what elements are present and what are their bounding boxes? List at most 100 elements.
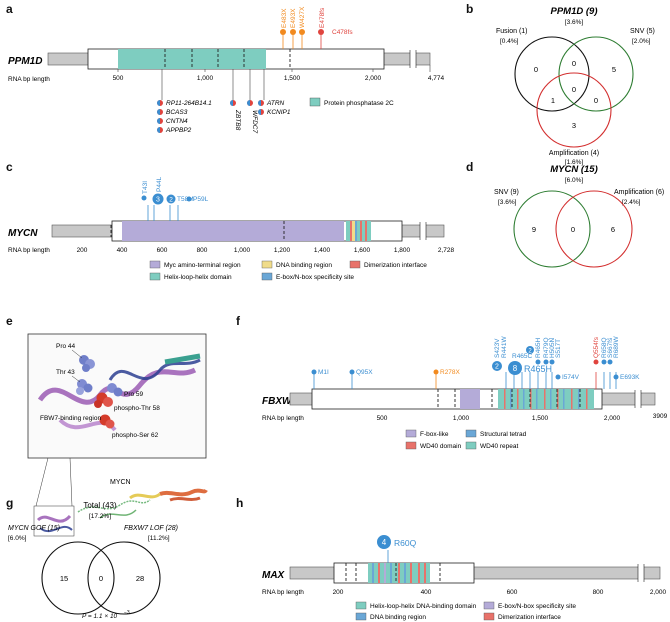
legend-label: F-box-like bbox=[420, 431, 449, 438]
mutation-bubble bbox=[526, 346, 534, 354]
mutation-label: R479Q bbox=[543, 337, 550, 358]
venn-b-snv-label: SNV (5) bbox=[630, 28, 655, 35]
mycn-tick: 1,200 bbox=[274, 247, 291, 254]
mycn-axis-label: RNA bp length bbox=[8, 247, 50, 254]
fbxw7-tick-labels: 500 1,000 1,500 2,000 3909 bbox=[377, 413, 668, 422]
mutation-label: S423V bbox=[494, 338, 501, 358]
mutation-label: S667fs bbox=[607, 337, 614, 358]
venn-count: 0 bbox=[534, 65, 538, 74]
panel-c: MYCN RNA bp length 200 400 600 800 1,000… bbox=[8, 176, 455, 281]
max-tick: 400 bbox=[421, 589, 432, 596]
venn-d-amp-label: Amplification (6) bbox=[614, 189, 664, 196]
legend-label: Dimerization interface bbox=[364, 262, 427, 269]
pp2c-legend-swatch bbox=[309, 97, 321, 107]
venn-b-amp-pct: [1.6%] bbox=[565, 159, 584, 166]
mycn-legend: Myc amino-terminal region DNA binding re… bbox=[149, 260, 427, 281]
structure-label: phospho-Ser 62 bbox=[112, 432, 159, 439]
venn-g-left-circle bbox=[41, 541, 115, 615]
mutation-dot bbox=[299, 29, 305, 35]
ppm1d-tick: 4,774 bbox=[428, 75, 445, 82]
venn-b-title-pct: [3.6%] bbox=[565, 19, 584, 26]
mutation-label: R465C bbox=[512, 353, 533, 360]
panel-label-e: e bbox=[6, 314, 13, 328]
venn-count: 15 bbox=[60, 574, 68, 583]
venn-count: 0 bbox=[572, 59, 576, 68]
venn-count: 5 bbox=[612, 65, 616, 74]
panel-d: MYCN (15) [6.0%] SNV (9) [3.6%] Amplific… bbox=[494, 164, 664, 268]
venn-count: 0 bbox=[594, 96, 598, 105]
mycn-mutations: 3 2 T43I P44L T58M P59L bbox=[141, 176, 209, 221]
ppm1d-tick: 1,500 bbox=[284, 75, 301, 82]
residue-spheres bbox=[76, 355, 123, 429]
max-stripes bbox=[372, 563, 426, 583]
venn-d-snv-circle bbox=[513, 190, 591, 268]
venn-b-fusion-circle bbox=[514, 36, 590, 112]
panel-a: PPM1D RNA bp length 500 1,000 1,500 2,00… bbox=[8, 6, 445, 134]
mycn-tick: 1,800 bbox=[394, 247, 411, 254]
fusion-partner-label: RP11-264B14.1 bbox=[166, 100, 212, 107]
mutation-bubble bbox=[492, 361, 502, 371]
venn-count: 1 bbox=[551, 96, 555, 105]
panel-f: FBXW7 RNA bp length 500 1,000 1,500 bbox=[262, 335, 668, 450]
mutation-label-big: R465H bbox=[524, 364, 552, 374]
structure-label: Pro 44 bbox=[56, 343, 76, 350]
venn-d-title: MYCN (15) bbox=[550, 164, 598, 175]
mycn-tick: 600 bbox=[157, 247, 168, 254]
legend-label: Structural tetrad bbox=[480, 431, 527, 438]
mutation-label: C478fs bbox=[332, 29, 353, 36]
panel-b: PPM1D (9) [3.6%] Fusion (1) [0.4%] SNV (… bbox=[496, 6, 655, 166]
ppm1d-tick: 2,000 bbox=[365, 75, 382, 82]
fbxw7-axis-label: RNA bp length bbox=[262, 415, 304, 422]
ppm1d-fusions: RP11-264B14.1 BCAS3 CNTN4 APPBP2 ZBTB8 W… bbox=[157, 69, 291, 134]
panel-e: Pro 44 Thr 43 Pro 59 phospho-Thr 58 FBW7… bbox=[27, 333, 208, 537]
max-tick-labels: 200 400 600 800 2,000 bbox=[333, 589, 667, 596]
max-tick: 600 bbox=[507, 589, 518, 596]
structure-label: MYCN bbox=[110, 479, 131, 486]
structure-label: Thr 43 bbox=[56, 369, 75, 376]
legend-label: E-box/N-box specificity site bbox=[498, 603, 576, 610]
venn-count: 9 bbox=[532, 225, 536, 234]
max-tick: 200 bbox=[333, 589, 344, 596]
venn-b-amp-circle bbox=[536, 72, 612, 148]
structure-label: phospho-Thr 58 bbox=[114, 405, 160, 412]
mycn-tick: 1,000 bbox=[234, 247, 251, 254]
venn-b-amp-label: Amplification (4) bbox=[549, 150, 599, 157]
mutation-label: T58M bbox=[177, 196, 194, 203]
mutation-dot bbox=[280, 29, 286, 35]
venn-d-snv-pct: [3.6%] bbox=[498, 199, 517, 206]
fbxw7-tick: 3909 bbox=[653, 413, 668, 420]
ppm1d-tick: 500 bbox=[113, 75, 124, 82]
legend-label: WD40 repeat bbox=[480, 443, 518, 450]
bubble-count: 4 bbox=[382, 538, 387, 547]
venn-b-snv-circle bbox=[558, 36, 634, 112]
venn-b-fusion-pct: [0.4%] bbox=[500, 38, 519, 45]
mutation-dot bbox=[318, 29, 324, 35]
max-tick: 2,000 bbox=[650, 589, 667, 596]
venn-g-pvalue: P = 1.1 × 10 bbox=[82, 613, 118, 620]
max-axis-label: RNA bp length bbox=[262, 589, 304, 596]
mutation-label: Q554fs bbox=[593, 336, 600, 358]
venn-g-right-pct: [11.2%] bbox=[148, 535, 170, 542]
fusion-partner-label: WFDC7 bbox=[251, 110, 258, 133]
venn-d-title-pct: [6.0%] bbox=[565, 177, 584, 184]
structure-label: Pro 59 bbox=[124, 391, 144, 398]
fbxw7-tick: 1,000 bbox=[453, 415, 470, 422]
mutation-label: E478fs bbox=[319, 7, 326, 28]
mycn-tick: 800 bbox=[197, 247, 208, 254]
legend-label: E-box/N-box specificity site bbox=[276, 274, 354, 281]
venn-count: 0 bbox=[99, 574, 103, 583]
venn-d-amp-circle bbox=[555, 190, 633, 268]
bubble-count: 8 bbox=[513, 364, 518, 373]
fusion-partner-label: BCAS3 bbox=[166, 109, 188, 116]
fusion-partner-label: APPBP2 bbox=[165, 127, 192, 134]
mutation-label: E493X bbox=[290, 8, 297, 28]
venn-g-right-label: FBXW7 LOF (28) bbox=[124, 525, 178, 532]
mycn-tick-labels: 200 400 600 800 1,000 1,200 1,400 1,600 … bbox=[77, 247, 455, 254]
mutation-bubble bbox=[152, 193, 164, 205]
venn-count: 6 bbox=[611, 225, 615, 234]
fusion-partner-label: ATRN bbox=[266, 100, 285, 107]
fusion-partner-label: KCNIP1 bbox=[267, 109, 291, 116]
panel-h: MAX RNA bp length 200 400 600 800 2,000 … bbox=[262, 535, 667, 621]
mutation-label: H505N bbox=[549, 337, 556, 358]
